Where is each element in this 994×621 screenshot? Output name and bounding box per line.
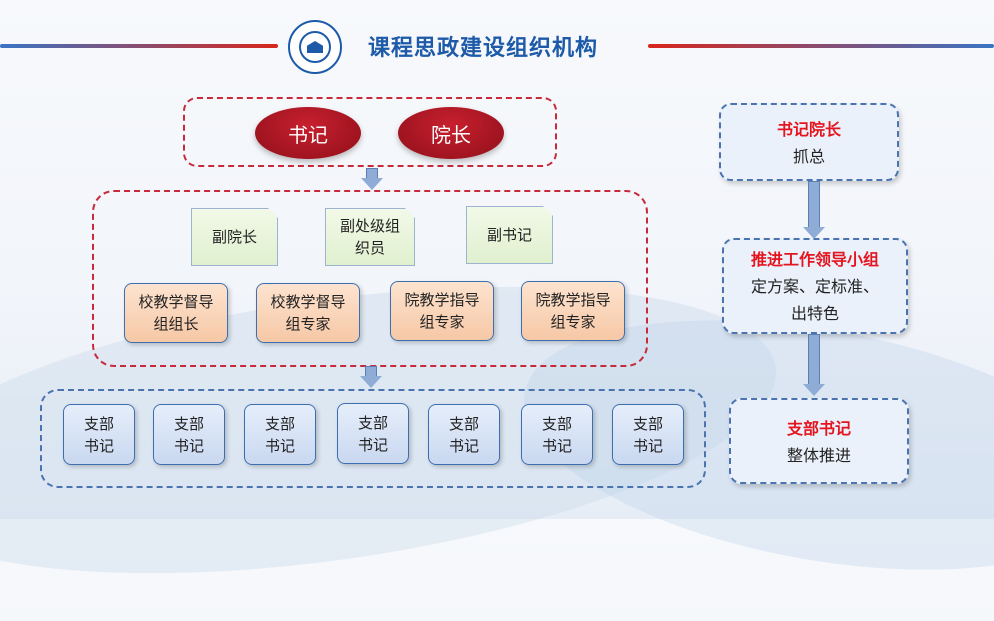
- header-rule-right: [648, 44, 994, 48]
- node-branch-secretary: 支部书记: [428, 404, 500, 465]
- down-arrow-icon: [803, 334, 825, 396]
- node-vice-dean: 副院长: [191, 208, 278, 266]
- node-label: 副书记: [486, 226, 532, 244]
- node-label-line: 支部: [173, 414, 204, 433]
- flow-step-committee: 推进工作领导小组 定方案、定标准、 出特色: [722, 238, 908, 334]
- node-expert-3: 院教学指导组专家: [390, 281, 494, 341]
- node-label-line: 书记: [541, 436, 572, 455]
- header-rule-left: [0, 44, 278, 48]
- logo-mark: [307, 41, 323, 53]
- flow-step-title: 推进工作领导小组: [750, 250, 879, 269]
- node-label-line: 支部: [632, 414, 663, 433]
- branch-group: [40, 389, 706, 488]
- node-label-line: 书记: [357, 435, 388, 454]
- node-branch-secretary: 支部书记: [153, 404, 225, 465]
- node-label-line: 院教学指导: [535, 291, 611, 309]
- flow-step-text: 出特色: [790, 304, 839, 323]
- node-label-line: 支部: [448, 414, 479, 433]
- node-secretary: 书记: [255, 107, 361, 159]
- node-label-line: 书记: [632, 436, 663, 455]
- node-dean: 院长: [398, 107, 504, 159]
- node-expert-4: 院教学指导组专家: [521, 281, 625, 341]
- node-label-line: 组组长: [153, 315, 199, 333]
- node-label-line: 支部: [357, 413, 388, 432]
- node-branch-secretary: 支部书记: [612, 404, 684, 465]
- flow-step-title: 支部书记: [786, 419, 851, 438]
- down-arrow-icon: [361, 168, 383, 190]
- node-branch-secretary: 支部书记: [337, 403, 409, 464]
- node-expert-1: 校教学督导组组长: [124, 283, 228, 343]
- node-label-line: 组专家: [550, 313, 596, 331]
- flow-step-text: 抓总: [792, 147, 825, 166]
- page-title: 课程思政建设组织机构: [368, 36, 599, 61]
- node-label-line: 书记: [448, 436, 479, 455]
- node-label-line: 支部: [83, 414, 114, 433]
- node-label-line: 书记: [83, 436, 114, 455]
- node-organizer: 副处级组织员: [325, 208, 415, 266]
- flow-step-title: 书记院长: [776, 120, 841, 139]
- down-arrow-icon: [360, 366, 382, 388]
- node-label: 副院长: [211, 228, 257, 246]
- flow-step-leader: 书记院长 抓总: [719, 103, 899, 181]
- flow-step-text: 整体推进: [786, 446, 851, 465]
- leadership-group: [183, 97, 557, 167]
- node-vice-secretary: 副书记: [466, 206, 553, 264]
- flow-step-branch: 支部书记 整体推进: [729, 398, 909, 484]
- node-branch-secretary: 支部书记: [521, 404, 593, 465]
- node-branch-secretary: 支部书记: [244, 404, 316, 465]
- node-label-line: 组专家: [285, 315, 331, 333]
- node-label: 副处级组织员: [340, 217, 401, 257]
- node-label-line: 校教学督导: [138, 293, 214, 311]
- node-label-line: 组专家: [419, 313, 465, 331]
- node-label-line: 支部: [264, 414, 295, 433]
- node-label-line: 支部: [541, 414, 572, 433]
- university-logo-icon: [288, 20, 342, 74]
- logo-emblem: [299, 31, 331, 63]
- down-arrow-icon: [803, 181, 825, 239]
- node-branch-secretary: 支部书记: [63, 404, 135, 465]
- node-expert-2: 校教学督导组专家: [256, 283, 360, 343]
- node-label-line: 书记: [173, 436, 204, 455]
- node-label-line: 院教学指导: [404, 291, 480, 309]
- flow-step-text: 定方案、定标准、: [750, 277, 879, 296]
- node-label-line: 书记: [264, 436, 295, 455]
- node-label-line: 校教学督导: [270, 293, 346, 311]
